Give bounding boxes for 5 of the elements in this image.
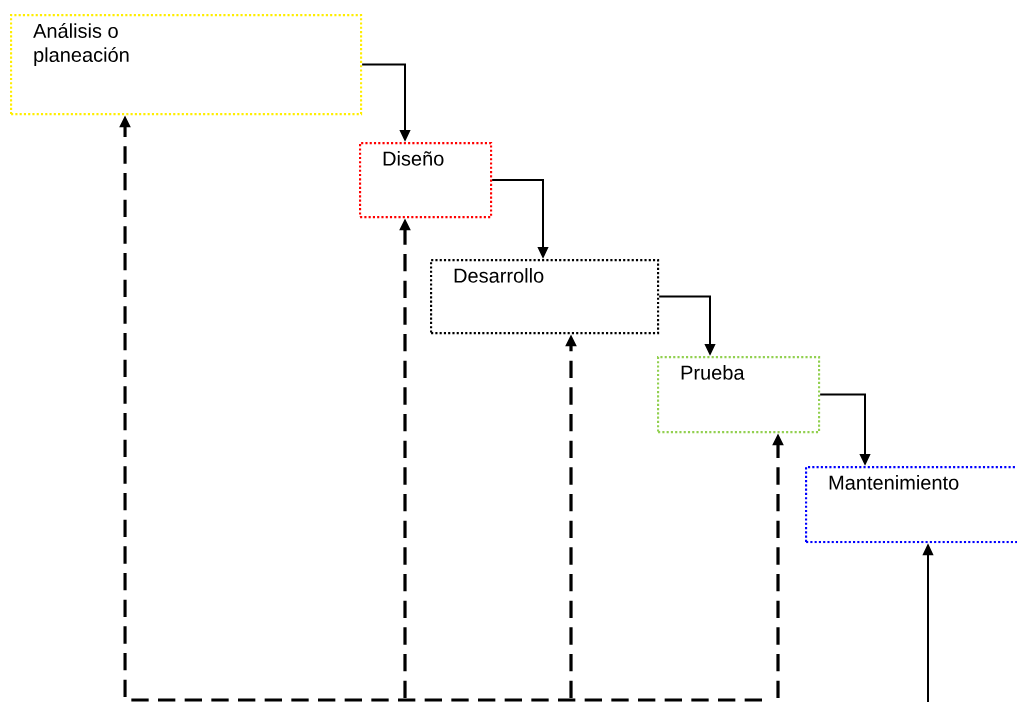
process-box: Diseño: [359, 142, 493, 219]
process-box: Análisis o planeación: [10, 14, 363, 116]
process-box: Mantenimiento: [805, 466, 1017, 544]
process-box: Desarrollo: [430, 259, 660, 335]
process-box: Prueba: [657, 356, 821, 434]
